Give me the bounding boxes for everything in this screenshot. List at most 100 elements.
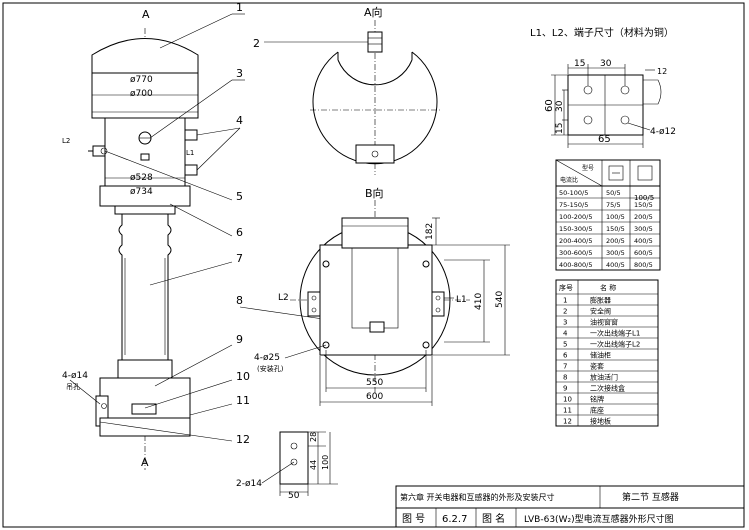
callout-3: 3	[236, 67, 243, 80]
parts-head-name: 名 称	[600, 283, 616, 292]
plan-l2-label: L2	[278, 293, 289, 303]
ratio-corner-top: 型号	[582, 164, 594, 172]
dim-734: ø734	[130, 187, 153, 197]
parts-row-name: 底座	[590, 406, 604, 415]
parts-row-no: 2	[563, 308, 567, 316]
parts-row-no: 9	[563, 385, 567, 393]
b-direction-label: B向	[365, 186, 384, 200]
ratio-cell: 600/5	[634, 249, 653, 257]
parts-row-no: 11	[563, 407, 572, 415]
plate-dim-28: 28	[309, 432, 318, 442]
parts-row-name: 一次出线端子L1	[590, 329, 640, 338]
section-label-a-bottom: A	[141, 456, 149, 469]
title-fig-no: 6.2.7	[442, 514, 467, 525]
title-fig-name: LVB-63(W₂)型电流互感器外形尺寸图	[524, 513, 674, 525]
ratio-cell: 300/5	[606, 249, 625, 257]
callout-7: 7	[236, 252, 243, 265]
ratio-cell: 400/5	[606, 261, 625, 269]
title-section: 第二节 互感器	[622, 491, 679, 503]
ground-plate: 50 28 44 100 2-ø14	[236, 431, 338, 501]
front-l2-label: L2	[62, 137, 70, 145]
ratio-cell: 400/5	[634, 237, 653, 245]
title-fig-label: 图 号	[402, 513, 425, 525]
terminal-detail: L1、L2、端子尺寸（材料为铜） 15 30 12 60 30 15 65 4-…	[530, 26, 676, 148]
parts-row-name: 放油活门	[590, 373, 618, 382]
ratio-cell: 800/5	[634, 261, 653, 269]
parts-row-name: 储油柜	[590, 351, 611, 360]
parts-row-no: 12	[563, 418, 572, 426]
ratio-cell: 200/5	[606, 237, 625, 245]
term-dim-15-side: 15	[555, 123, 565, 134]
ratio-table-rows: 50-100/5 50/5 75-150/5 75/5 150/5 100-200/5 10…	[556, 189, 660, 269]
dim-770: ø770	[130, 75, 153, 85]
term-dim-15-top: 15	[574, 59, 585, 69]
ratio-cell: 75/5	[606, 201, 621, 209]
parts-row-no: 1	[563, 297, 567, 305]
ratio-cell: 150/5	[606, 225, 625, 233]
ratio-cell: 75-150/5	[559, 201, 588, 209]
term-dim-12: 12	[657, 67, 667, 76]
callout-1: 1	[236, 1, 243, 14]
lift-hole-label: 4-ø14	[62, 371, 88, 381]
ratio-corner-bottom: 电流比	[560, 176, 578, 184]
view-a: A向	[310, 5, 440, 175]
term-holes-label: 4-ø12	[650, 127, 676, 137]
callout-10: 10	[236, 370, 250, 383]
callout-2: 2	[253, 37, 260, 50]
plate-hole-label: 2-ø14	[236, 479, 262, 489]
ratio-cell: 300-600/5	[559, 249, 592, 257]
section-label-a-top: A	[142, 8, 150, 21]
callout-5: 5	[236, 190, 243, 203]
dim-528: ø528	[130, 173, 153, 183]
ratio-cell: 200-400/5	[559, 237, 592, 245]
ratio-cell: 50-100/5	[559, 189, 588, 197]
dim-182: 182	[425, 223, 435, 240]
plate-dim-44: 44	[309, 460, 318, 470]
dim-600: 600	[366, 392, 383, 402]
callout-11: 11	[236, 394, 250, 407]
term-dim-60: 60	[544, 99, 555, 112]
parts-row-name: 油视窗窗	[590, 318, 618, 327]
callout-12: 12	[236, 433, 250, 446]
ratio-cell: 400-800/5	[559, 261, 592, 269]
parts-row-no: 6	[563, 352, 568, 360]
parts-row-no: 10	[563, 396, 572, 404]
plate-dim-100: 100	[321, 455, 330, 470]
parts-head-no: 序号	[559, 283, 573, 292]
view-b: B向 L2 L1 4-ø25 (安装孔) 182 410	[254, 186, 510, 406]
callout-4: 4	[236, 114, 243, 127]
ratio-cell: 150/5	[634, 201, 653, 209]
mount-hole-label: 4-ø25	[254, 353, 280, 363]
parts-row-name: 一次出线端子L2	[590, 340, 640, 349]
terminal-title: L1、L2、端子尺寸（材料为铜）	[530, 26, 674, 39]
plan-l1-label: L1	[456, 295, 467, 305]
parts-row-name: 二次接线盒	[590, 384, 625, 393]
callout-9: 9	[236, 333, 243, 346]
ratio-cell: 150-300/5	[559, 225, 592, 233]
plate-dim-50: 50	[288, 491, 300, 501]
mount-hole-note: (安装孔)	[257, 364, 284, 373]
callout-6: 6	[236, 226, 243, 239]
term-dim-30-side: 30	[555, 100, 565, 112]
ratio-cell: 50/5	[606, 189, 621, 197]
title-block: 第六章 开关电器和互感器的外形及安装尺寸 第二节 互感器 图 号 6.2.7 图…	[395, 485, 745, 528]
ratio-cell: 100/5	[606, 213, 625, 221]
ratio-cell: 100-200/5	[559, 213, 592, 221]
parts-row-name: 铭牌	[590, 395, 604, 404]
parts-row-no: 4	[563, 330, 568, 338]
parts-row-no: 8	[563, 374, 567, 382]
parts-row-name: 瓷套	[590, 362, 604, 371]
ratio-table: 型号 电流比 100/5 50-100/5 50/5 75-150/5 75/5 150…	[555, 159, 661, 271]
parts-row-name: 安全阀	[590, 307, 611, 316]
dim-700: ø700	[130, 89, 153, 99]
dim-540: 540	[495, 291, 505, 308]
parts-row-name: 接地板	[590, 417, 611, 426]
title-name-label: 图 名	[482, 512, 505, 525]
title-chapter: 第六章 开关电器和互感器的外形及安装尺寸	[400, 492, 555, 502]
term-dim-30-top: 30	[600, 59, 612, 69]
parts-row-no: 7	[563, 363, 567, 371]
front-view: A A ø770 ø700 ø528 ø734 L2 L1	[62, 8, 199, 470]
callout-8: 8	[236, 294, 243, 307]
